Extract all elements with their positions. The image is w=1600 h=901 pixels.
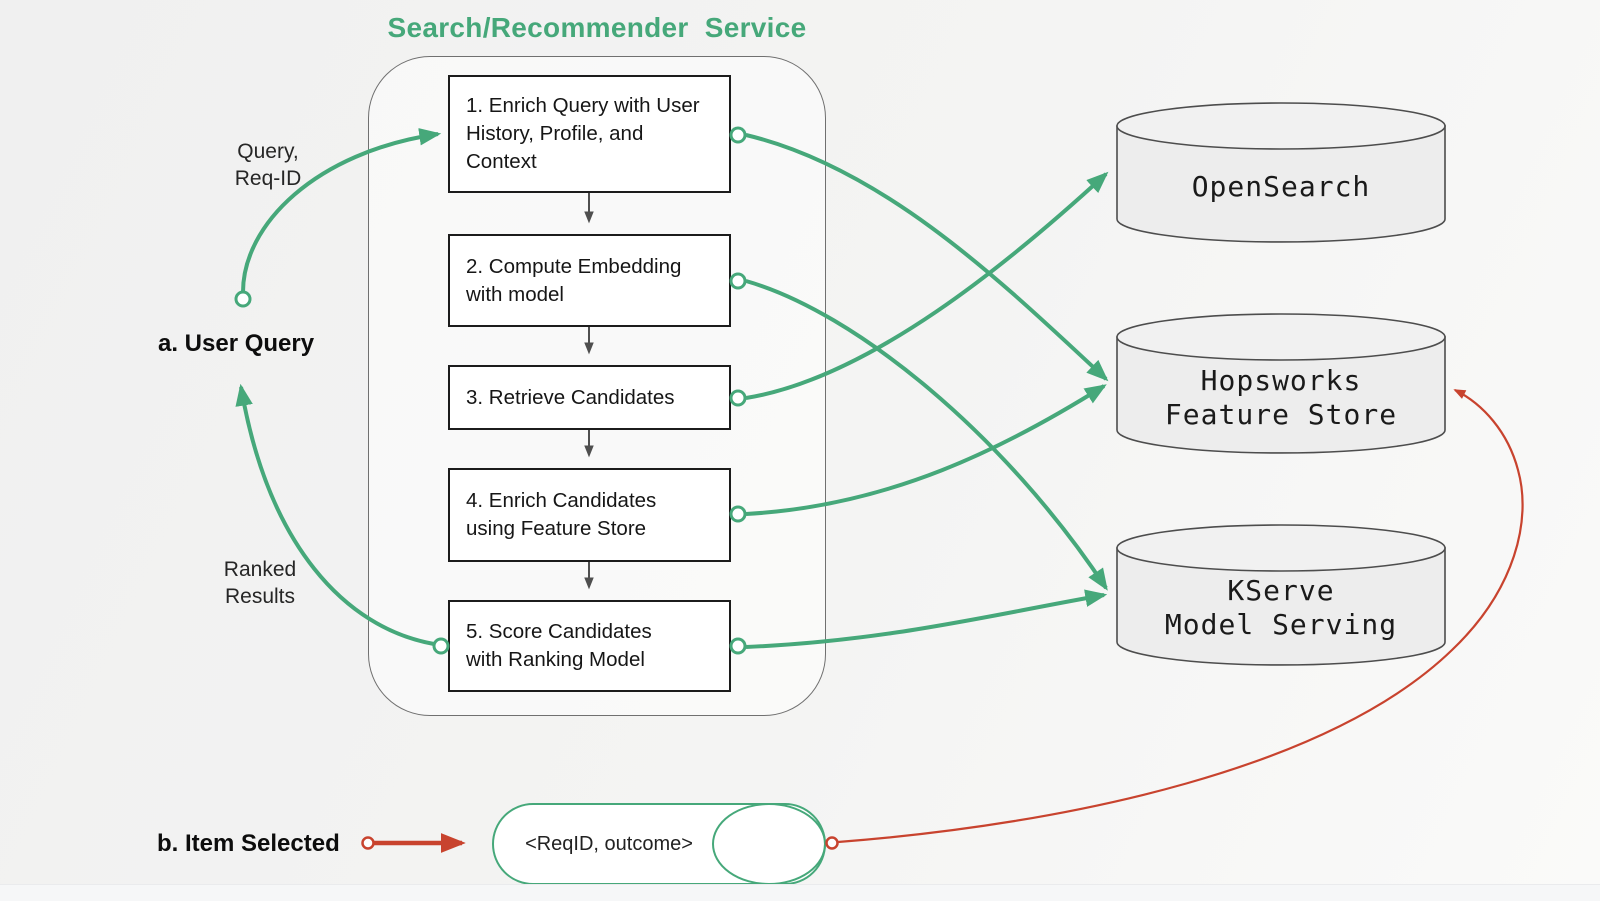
event-capsule-label: <ReqID, outcome>	[525, 832, 693, 855]
label-user-query: a. User Query	[158, 330, 315, 357]
flow-step-5: 5. Score Candidates with Ranking Model	[448, 600, 731, 692]
datastore-hopsworks-label: Hopsworks Feature Store	[1164, 364, 1398, 431]
datastore-opensearch-shape	[1116, 102, 1446, 243]
datastore-opensearch-label: OpenSearch	[1191, 170, 1371, 203]
bottom-band	[0, 884, 1600, 901]
label-item-selected: b. Item Selected	[157, 830, 340, 857]
page-title: Search/Recommender Service	[387, 12, 807, 43]
flow-step-2: 2. Compute Embedding with model	[448, 234, 731, 327]
flow-step-4: 4. Enrich Candidates using Feature Store	[448, 468, 731, 562]
flow-step-3: 3. Retrieve Candidates	[448, 365, 731, 430]
datastore-kserve-label: KServe Model Serving	[1164, 574, 1398, 641]
edge-label-ranked-results: Ranked Results	[223, 558, 297, 608]
flow-step-1: 1. Enrich Query with User History, Profi…	[448, 75, 731, 193]
edge-label-query-reqid: Query, Req-ID	[234, 140, 302, 190]
